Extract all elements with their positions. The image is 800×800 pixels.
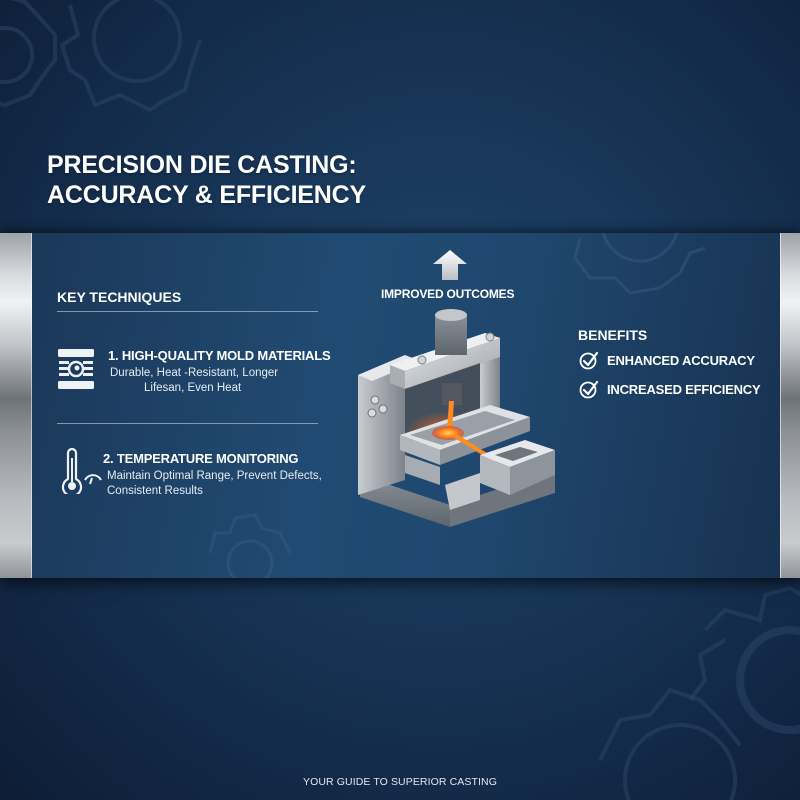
left-metal-bar [0,233,32,578]
technique-2-desc-line-2: Consistent Results [107,485,203,497]
improved-outcomes-label: IMPROVED OUTCOMES [381,287,515,301]
thermometer-gauge-icon [61,447,102,494]
technique-1-title: 1. HIGH-QUALITY MOLD MATERIALS [108,348,331,363]
gear-icon [0,26,34,84]
footer-tagline: YOUR GUIDE TO SUPERIOR CASTING [303,776,497,788]
up-arrow-icon [433,250,467,280]
benefit-item-1: ENHANCED ACCURACY [579,350,755,370]
benefit-label-2: INCREASED EFFICIENCY [607,381,761,397]
benefit-label-1: ENHANCED ACCURACY [607,352,755,368]
gear-icon [601,233,679,263]
divider [57,311,318,312]
title-line-1: PRECISION DIE CASTING: [47,151,357,179]
benefits-heading: BENEFITS [578,327,648,343]
technique-1-desc-line-2: Lifesan, Even Heat [144,382,242,394]
mold-icon [58,349,94,389]
title-line-2: ACCURACY & EFFICIENCY [47,181,366,209]
gear-icon [623,723,737,800]
gear-icon [92,0,182,83]
die-casting-machine-illustration [358,309,555,527]
technique-2-desc-line-1: Maintain Optimal Range, Prevent Defects, [107,470,322,482]
key-techniques-heading: KEY TECHNIQUES [57,289,182,305]
gear-icon [226,539,274,578]
gear-icon [736,626,800,734]
check-circle-icon [579,351,599,370]
divider [57,423,318,424]
technique-2-title: 2. TEMPERATURE MONITORING [103,451,299,466]
check-circle-icon [579,380,599,399]
right-metal-bar [780,233,800,578]
technique-1-desc-line-1: Durable, Heat -Resistant, Longer [110,367,279,379]
panel-gears [208,233,706,578]
benefit-item-2: INCREASED EFFICIENCY [579,379,761,399]
page-title: PRECISION DIE CASTING: ACCURACY & EFFICI… [47,150,366,210]
